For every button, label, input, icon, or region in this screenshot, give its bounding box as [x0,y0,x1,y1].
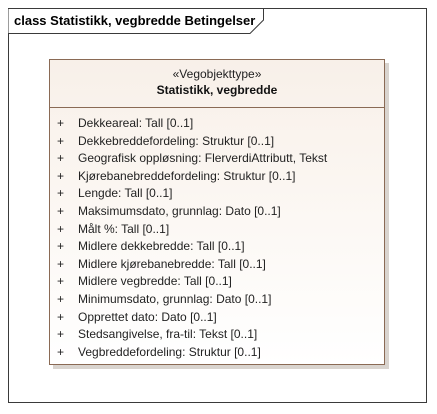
attribute-row[interactable]: + Midlere vegbredde: Tall [0..1] [50,273,384,291]
attribute-list: + Dekkeareal: Tall [0..1] + Dekkebreddeford… [50,108,384,361]
attribute-visibility: + [57,256,65,271]
attribute-row[interactable]: + Dekkeareal: Tall [0..1] [50,115,384,133]
attribute-visibility: + [57,186,65,201]
attribute-visibility: + [57,291,65,306]
attribute-text: Målt %: Tall [0..1] [78,221,170,236]
attribute-visibility: + [57,151,65,166]
attribute-visibility: + [57,309,65,324]
attribute-visibility: + [57,116,65,130]
class-box[interactable]: «Vegobjekttype» Statistikk, vegbredde + D… [49,59,385,365]
attribute-text: Kjørebanebreddefordeling: Struktur [0..1… [78,168,296,183]
attribute-text: Midlere kjørebanebredde: Tall [0..1] [78,256,266,271]
attribute-visibility: + [57,327,65,342]
class-header: «Vegobjekttype» Statistikk, vegbredde [50,60,384,108]
attribute-row[interactable]: + Maksimumsdato, grunnlag: Dato [0..1] [50,203,384,221]
class-name: Statistikk, vegbredde [156,83,278,97]
attribute-text: Midlere dekkebredde: Tall [0..1] [78,239,245,254]
attribute-visibility: + [57,168,65,183]
attribute-row[interactable]: + Kjørebanebreddefordeling: Struktur [0..… [50,168,384,186]
attribute-text: Stedsangivelse, fra-til: Tekst [0..1] [78,327,258,342]
attribute-visibility: + [57,239,65,254]
attribute-text: Lengde: Tall [0..1] [78,186,173,201]
class-stereotype: «Vegobjekttype» [172,67,262,81]
attribute-text: Geografisk oppløsning: FlerverdiAttribut… [78,151,328,166]
attribute-row[interactable]: + Geografisk oppløsning: FlerverdiAttribu… [50,150,384,168]
attribute-text: Opprettet dato: Dato [0..1] [78,309,217,324]
attribute-text: Dekkebreddefordeling: Struktur [0..1] [78,133,275,148]
attribute-row[interactable]: + Minimumsdato, grunnlag: Dato [0..1] [50,291,384,309]
attribute-row[interactable]: + Opprettet dato: Dato [0..1] [50,309,384,327]
attribute-row[interactable]: + Lengde: Tall [0..1] [50,185,384,203]
frame-title: class Statistikk, vegbredde Betingelser [14,13,256,28]
attribute-text: Midlere vegbredde: Tall [0..1] [78,274,232,289]
attribute-visibility: + [57,344,65,359]
attribute-row[interactable]: + Stedsangivelse, fra-til: Tekst [0..1] [50,326,384,344]
attribute-row[interactable]: + Midlere kjørebanebredde: Tall [0..1] [50,256,384,274]
attribute-row[interactable]: + Målt %: Tall [0..1] [50,221,384,239]
attribute-row[interactable]: + Midlere dekkebredde: Tall [0..1] [50,238,384,256]
attribute-visibility: + [57,274,65,289]
attribute-text: Minimumsdato, grunnlag: Dato [0..1] [78,291,272,306]
attribute-text: Dekkeareal: Tall [0..1] [78,116,194,130]
frame-label-outline [8,8,264,34]
frame-label-tab: class Statistikk, vegbredde Betingelser [8,8,264,34]
attribute-text: Maksimumsdato, grunnlag: Dato [0..1] [78,203,281,218]
attribute-row[interactable]: + Dekkebreddefordeling: Struktur [0..1] [50,133,384,151]
attribute-visibility: + [57,221,65,236]
attribute-row[interactable]: + Vegbreddefordeling: Struktur [0..1] [50,344,384,362]
attribute-visibility: + [57,203,65,218]
attribute-visibility: + [57,133,65,148]
attribute-text: Vegbreddefordeling: Struktur [0..1] [78,344,261,359]
